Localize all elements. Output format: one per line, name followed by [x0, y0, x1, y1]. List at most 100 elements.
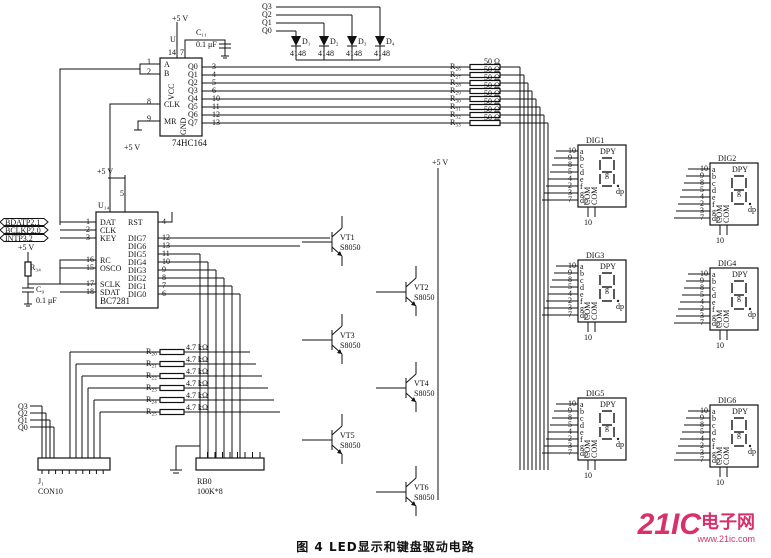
j1-q-label-0: Q3 — [18, 402, 28, 411]
display-com-pin: 10 — [584, 333, 592, 342]
display-letter: e — [712, 193, 716, 202]
display-letter: c — [580, 161, 584, 170]
controller-num: 11 — [162, 249, 170, 258]
resistor-body — [159, 372, 185, 380]
transistor-arrow — [411, 397, 416, 402]
display-pin-num: 9 — [568, 406, 572, 415]
display-letter: dp — [580, 196, 588, 205]
display-pin-num: 4 — [568, 174, 572, 183]
display-pin-num: 2 — [700, 199, 704, 208]
transistor-part: S8050 — [340, 441, 360, 450]
power-label-rc: +5 V — [18, 243, 34, 252]
display-pin-num: 5 — [568, 167, 572, 176]
transistor-ref: VT3 — [340, 331, 355, 340]
controller-pin-sdat: SDAT — [100, 288, 120, 297]
controller-pin-clk: CLK — [100, 226, 116, 235]
display-com-pin: 10 — [584, 471, 592, 480]
display-label: DPY — [732, 165, 748, 174]
connector-j1: J₁ CON10 — [37, 457, 111, 496]
display-com-1: COM — [583, 440, 592, 458]
transistor-collector — [331, 227, 343, 238]
segment-resistor-ref: R₃₀ — [450, 94, 461, 103]
display-pin-num: 2 — [568, 181, 572, 190]
display-letter: g — [580, 442, 584, 451]
transistor-arrow — [337, 251, 342, 256]
diode-symbol-1 — [291, 36, 301, 46]
display-pin-num: 7 — [568, 448, 572, 457]
transistor-part: S8050 — [414, 493, 434, 502]
display-name: DIG5 — [586, 389, 604, 398]
display-letter: a — [580, 262, 584, 271]
display-pin-num: 10 — [568, 399, 576, 408]
sr-pin-q1: Q1 — [188, 70, 198, 79]
display-body — [577, 259, 627, 323]
display-letter: g — [580, 304, 584, 313]
display-letter: b — [580, 407, 584, 416]
display-com-2: COM — [590, 187, 599, 205]
display-pin-num: 10 — [700, 269, 708, 278]
display-letter: e — [712, 298, 716, 307]
display-name: DIG6 — [718, 396, 736, 405]
segment-dp-label: dp — [616, 440, 624, 449]
sr-pin-q6: Q6 — [188, 110, 198, 119]
bus-tag-label-2: INTP3.2 — [5, 234, 33, 243]
q-line-q1: Q1 — [262, 18, 272, 27]
display-pin-num: 5 — [568, 282, 572, 291]
segment-resistor-ref: R₂₈ — [450, 78, 461, 87]
segment-resistor-ref: R₃₃ — [450, 118, 461, 127]
controller-num: 4 — [162, 217, 166, 226]
resistor-net-ref: RB0 — [197, 477, 212, 486]
controller-num: 6 — [162, 289, 166, 298]
key-resistor-ref: R₂₄ — [146, 395, 157, 404]
display-letter: c — [580, 414, 584, 423]
rc-node-wire — [27, 259, 96, 285]
controller-rst-wire — [158, 212, 173, 223]
display-pin-num: 7 — [568, 310, 572, 319]
rc-cap-value: 0.1 μF — [36, 296, 57, 305]
controller-body — [95, 211, 159, 309]
transistor-part: S8050 — [414, 389, 434, 398]
controller-num: 3 — [86, 233, 90, 242]
display-letter: g — [712, 207, 716, 216]
controller-pin-rc: RC — [100, 256, 111, 265]
resistor-net-body — [195, 457, 265, 471]
resistor-body — [159, 408, 185, 416]
display-pin-num: 9 — [700, 413, 704, 422]
controller-num: 1 — [86, 217, 90, 226]
display-pin-num: 10 — [568, 146, 576, 155]
key-resistor-value: 4.7 kΩ — [186, 367, 208, 376]
resistor-body — [469, 79, 501, 87]
display-label: DPY — [600, 400, 616, 409]
connector-body — [37, 457, 111, 471]
display-pin-num: 7 — [700, 213, 704, 222]
display-name: DIG3 — [586, 251, 604, 260]
transistor-part: S8050 — [340, 243, 360, 252]
controller-num: 2 — [86, 225, 90, 234]
sr-num-10: 10 — [212, 94, 220, 103]
display-pin-num: 10 — [700, 164, 708, 173]
bus-tag-1 — [0, 226, 49, 234]
display-pin-num: 10 — [700, 406, 708, 415]
sr-right-pins: Q0 Q1 Q2 Q3 Q4 Q5 Q6 Q7 3 4 5 6 10 11 12… — [188, 62, 220, 127]
sr-num-2: 2 — [147, 67, 151, 76]
sr-mr-wire — [137, 120, 160, 130]
display-letter: e — [580, 175, 584, 184]
shift-register-part: 74HC164 — [172, 138, 208, 148]
display-letter: b — [712, 172, 716, 181]
display-letter: g — [712, 449, 716, 458]
display-com-1: COM — [583, 302, 592, 320]
key-resistor-value: 4.7 kΩ — [186, 379, 208, 388]
sr-num-4: 4 — [212, 70, 216, 79]
sr-num-9: 9 — [147, 114, 151, 123]
display-pin-num: 5 — [700, 185, 704, 194]
sr-num-3: 3 — [212, 62, 216, 71]
